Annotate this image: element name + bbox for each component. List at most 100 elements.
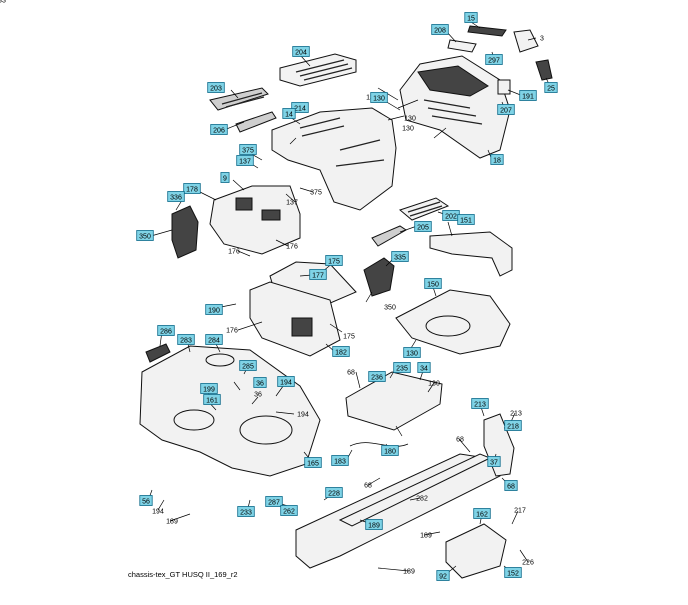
callout-label: 161 <box>206 398 218 405</box>
callout-177: 177 <box>309 269 327 280</box>
callout-285: 285 <box>239 360 257 371</box>
part-wire <box>349 442 409 447</box>
callout-label: 194 <box>280 380 292 387</box>
part-dash-console <box>209 185 301 255</box>
diagram-caption: chassis-tex_GT HUSQ II_169_r2 <box>128 570 238 579</box>
callout-label: 282 <box>416 496 428 503</box>
callout-label: 213 <box>474 402 486 409</box>
part-front-grille <box>399 55 511 159</box>
callout-130: 130 <box>404 116 416 123</box>
callout-label: 130 <box>428 381 440 388</box>
callout-label: 177 <box>312 273 324 280</box>
callout-label: 203 <box>210 86 222 93</box>
callout-14: 14 <box>282 108 296 119</box>
callout-130: 130 <box>370 92 388 103</box>
callout-226: 226 <box>522 560 534 567</box>
part-bracket <box>429 231 513 277</box>
callout-130: 130 <box>402 126 414 133</box>
callout-150: 150 <box>424 278 442 289</box>
callout-203: 203 <box>207 82 225 93</box>
callout-375: 375 <box>310 190 322 197</box>
callout-label: 204 <box>295 50 307 57</box>
callout-137: 137 <box>236 155 254 166</box>
callout-label: 285 <box>242 364 254 371</box>
part-side-panel <box>371 225 407 247</box>
callout-label: 350 <box>139 234 151 241</box>
callout-label: 183 <box>334 459 346 466</box>
callout-297: 297 <box>485 54 503 65</box>
part-vent <box>363 257 395 297</box>
callout-162: 162 <box>473 508 491 519</box>
callout-label: 137 <box>286 200 298 207</box>
callout-label: 68 <box>364 483 372 490</box>
callout-284: 284 <box>205 334 223 345</box>
callout-label: 217 <box>514 508 526 515</box>
part-seat-bracket <box>345 371 443 431</box>
callout-label: 3 <box>540 36 544 43</box>
callout-350: 350 <box>136 230 154 241</box>
part-frame <box>295 453 501 569</box>
callout-36: 36 <box>253 377 267 388</box>
callout-189: 189 <box>365 519 383 530</box>
part-lower-dash <box>249 281 341 357</box>
callout-label: 150 <box>427 282 439 289</box>
callout-130: 130 <box>403 347 421 358</box>
callout-label: 375 <box>242 148 254 155</box>
part-side-grille <box>398 197 450 221</box>
callout-217: 217 <box>514 508 526 515</box>
part-hood <box>271 107 397 211</box>
callout-152: 152 <box>504 567 522 578</box>
callout-213: 213 <box>471 398 489 409</box>
callout-label: 191 <box>522 94 534 101</box>
callout-137: 137 <box>286 200 298 207</box>
callout-label: 287 <box>268 500 280 507</box>
callout-189: 189 <box>403 569 415 576</box>
callout-18: 18 <box>490 154 504 165</box>
callout-label: 176 <box>286 244 298 251</box>
callout-label: 214 <box>294 106 306 113</box>
callout-label: 14 <box>285 112 293 119</box>
callout-286: 286 <box>157 325 175 336</box>
callout-label: 152 <box>507 571 519 578</box>
callout-label: 228 <box>328 491 340 498</box>
callout-label: 350 <box>384 305 396 312</box>
callout-205: 205 <box>414 221 432 232</box>
callout-282: 282 <box>416 496 428 503</box>
callout-233: 233 <box>237 506 255 517</box>
callout-206: 206 <box>210 124 228 135</box>
callout-180: 180 <box>381 445 399 456</box>
callout-label: 189 <box>368 523 380 530</box>
callout-label: 165 <box>307 461 319 468</box>
callout-25: 25 <box>544 82 558 93</box>
callout-176: 176 <box>286 244 298 251</box>
callout-label: 202 <box>445 214 457 221</box>
part-headlight-lens <box>209 87 269 111</box>
callout-label: 213 <box>510 411 522 418</box>
callout-label: 175 <box>328 259 340 266</box>
callout-176: 176 <box>228 249 240 256</box>
callout-label: 283 <box>180 338 192 345</box>
callout-335: 335 <box>391 251 409 262</box>
callout-199: 199 <box>200 383 218 394</box>
callout-label: 297 <box>488 58 500 65</box>
callout-92: 92 <box>436 570 450 581</box>
part-rear-bracket <box>445 523 507 579</box>
callout-label: 226 <box>522 560 534 567</box>
callout-label: 218 <box>507 424 519 431</box>
callout-label: 189 <box>420 533 432 540</box>
part-side-cover <box>171 205 199 259</box>
callout-label: 130 <box>402 126 414 133</box>
callout-350: 350 <box>384 305 396 312</box>
callout-label: 130 <box>404 116 416 123</box>
callout-label: 236 <box>371 375 383 382</box>
callout-label: 68 <box>456 437 464 444</box>
callout-287: 287 <box>265 496 283 507</box>
callout-label: 194 <box>152 509 164 516</box>
callout-label: 189 <box>166 519 178 526</box>
callout-214: 214 <box>291 102 309 113</box>
callout-68: 68 <box>504 480 518 491</box>
callout-194: 194 <box>152 509 164 516</box>
callout-233: 233 <box>0 0 6 5</box>
callout-213: 213 <box>510 411 522 418</box>
